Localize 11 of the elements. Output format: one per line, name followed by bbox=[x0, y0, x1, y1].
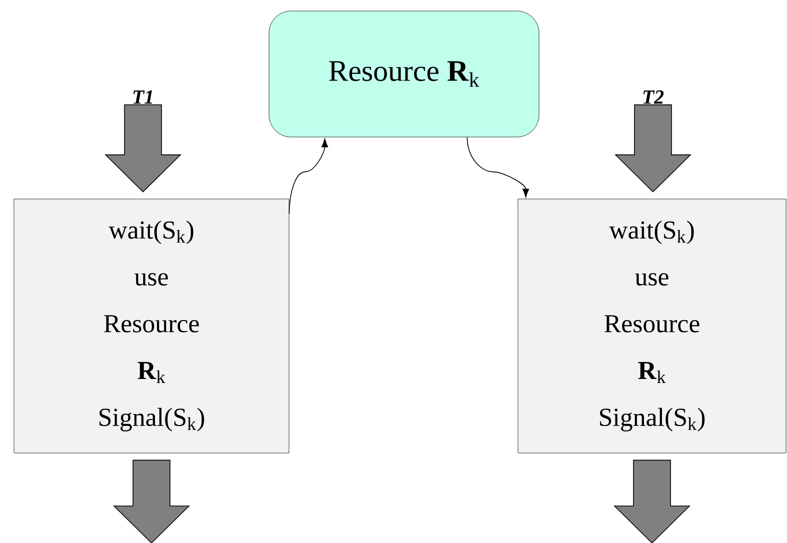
process-box: wait(S$_{k}$) use Resource R$_{k}$ Signal(S$_{k}$) bbox=[14, 198, 290, 454]
arrow bbox=[466, 136, 530, 198]
resource-box: Resource R$_{k}$ bbox=[268, 10, 540, 138]
block-arrow bbox=[614, 104, 692, 192]
thread-label: T2 bbox=[643, 90, 664, 104]
arrow bbox=[288, 138, 328, 214]
process-box: wait(S$_{k}$) use Resource R$_{k}$ Signal(S$_{k}$) bbox=[518, 198, 786, 454]
thread-label: T1 bbox=[133, 90, 152, 104]
block-arrow bbox=[113, 460, 190, 543]
block-arrow bbox=[104, 104, 182, 192]
block-arrow bbox=[614, 460, 690, 543]
